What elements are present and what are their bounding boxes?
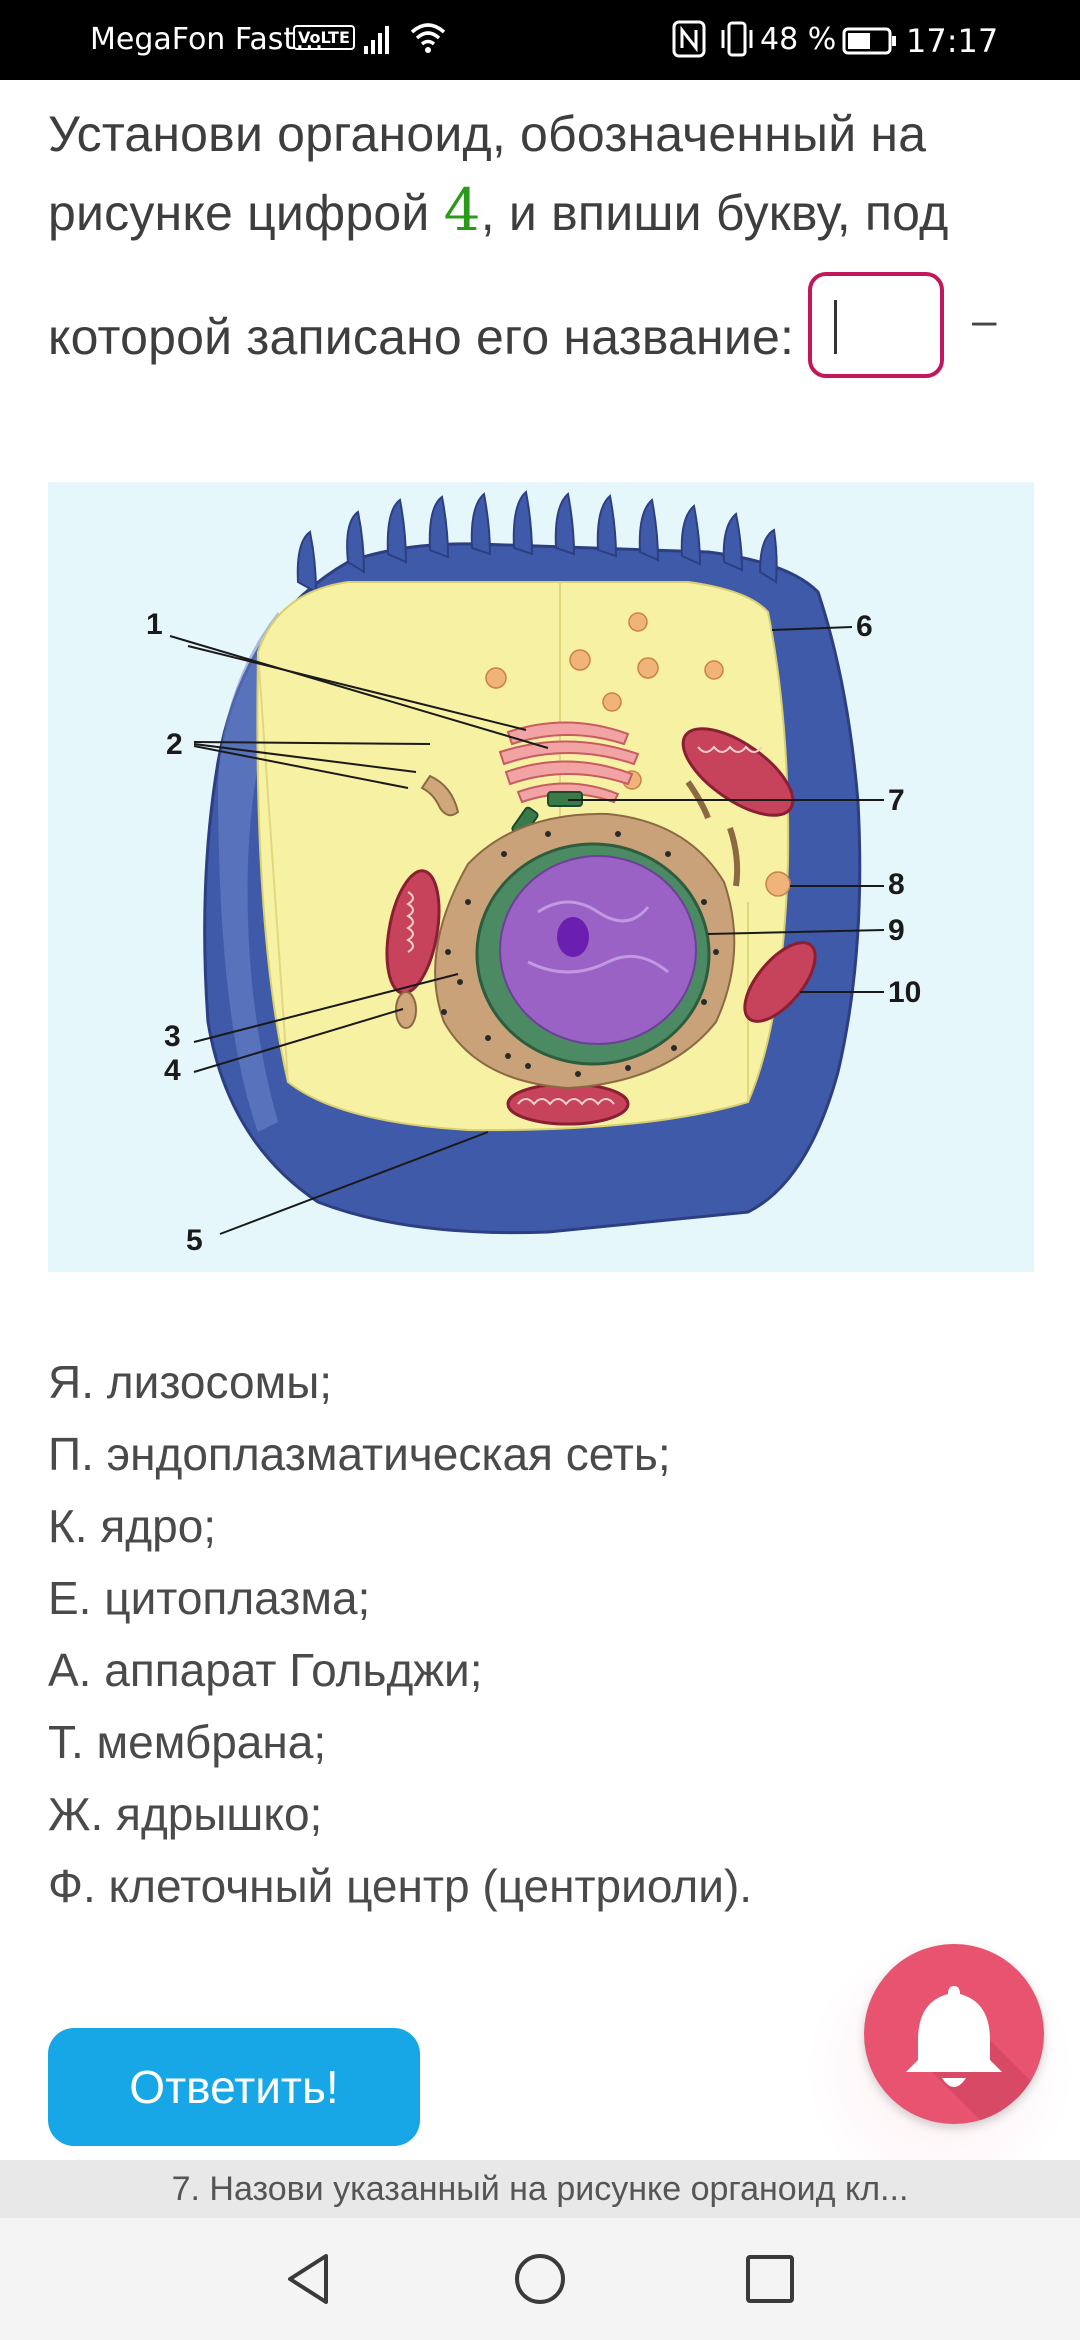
question-part1: Установи органоид, обозначенный на рисун… [48,106,927,241]
option-item: Е. цитоплазма; [48,1572,371,1624]
bell-icon [906,1986,1044,2124]
question-text: Установи органоид, обозначенный на рисун… [48,96,1028,375]
label-10: 10 [888,976,921,1009]
signal-icon [362,22,392,64]
label-6: 6 [856,610,873,643]
volte-badge: VoLTE [293,25,355,50]
cell-diagram-svg: 1 2 3 4 5 6 7 8 9 10 [146,490,921,1257]
option-item: А. аппарат Гольджи; [48,1644,483,1696]
trailing-dash: – [972,296,997,345]
ribosomes [441,831,719,1077]
answer-options: Я. лизосомы; П. эндоплазматическая сеть;… [48,1346,752,1922]
answer-input[interactable] [808,272,944,378]
battery-icon [842,26,898,64]
carrier-name: MegaFon Fast... [90,22,324,57]
label-5: 5 [186,1224,203,1257]
label-3: 3 [164,1020,181,1053]
option-item: Т. мембрана; [48,1716,327,1768]
question-part2: , и впиши букву, под [480,185,949,241]
label-9: 9 [888,914,905,947]
clock: 17:17 [906,22,999,60]
option-item: К. ядро; [48,1500,217,1552]
battery-percent: 48 % [760,22,837,57]
home-icon[interactable] [512,2250,568,2313]
option-item: Ф. клеточный центр (центриоли). [48,1860,753,1912]
chromatin [527,900,669,974]
nucleolus [557,917,589,957]
cell-diagram: 1 2 3 4 5 6 7 8 9 10 [48,482,1034,1272]
microvilli [296,490,778,594]
text-caret [834,300,837,354]
leader-lines [169,626,885,1235]
notifications-button[interactable] [864,1944,1044,2124]
label-4: 4 [164,1054,181,1087]
navigation-bar [0,2218,1080,2340]
label-8: 8 [888,868,905,901]
option-item: Я. лизосомы; [48,1356,333,1408]
question-number: 4 [443,176,481,244]
label-7: 7 [888,784,905,817]
back-icon[interactable] [280,2250,336,2313]
question-part3: которой записано его название: [48,309,795,365]
label-1: 1 [146,608,163,641]
recents-icon[interactable] [742,2250,798,2313]
status-bar: MegaFon Fast... VoLTE 48 % [0,0,1080,80]
nfc-icon [672,20,706,66]
submit-button[interactable]: Ответить! [48,2028,420,2146]
mitochondria-cristae [406,745,763,1106]
option-item: Ж. ядрышко; [48,1788,323,1840]
wifi-icon [408,18,448,66]
next-task-link[interactable]: 7. Назови указанный на рисунке органоид … [0,2160,1080,2218]
vibrate-icon [718,20,756,66]
option-item: П. эндоплазматическая сеть; [48,1428,671,1480]
label-2: 2 [166,728,183,761]
nucleus [499,855,697,1045]
